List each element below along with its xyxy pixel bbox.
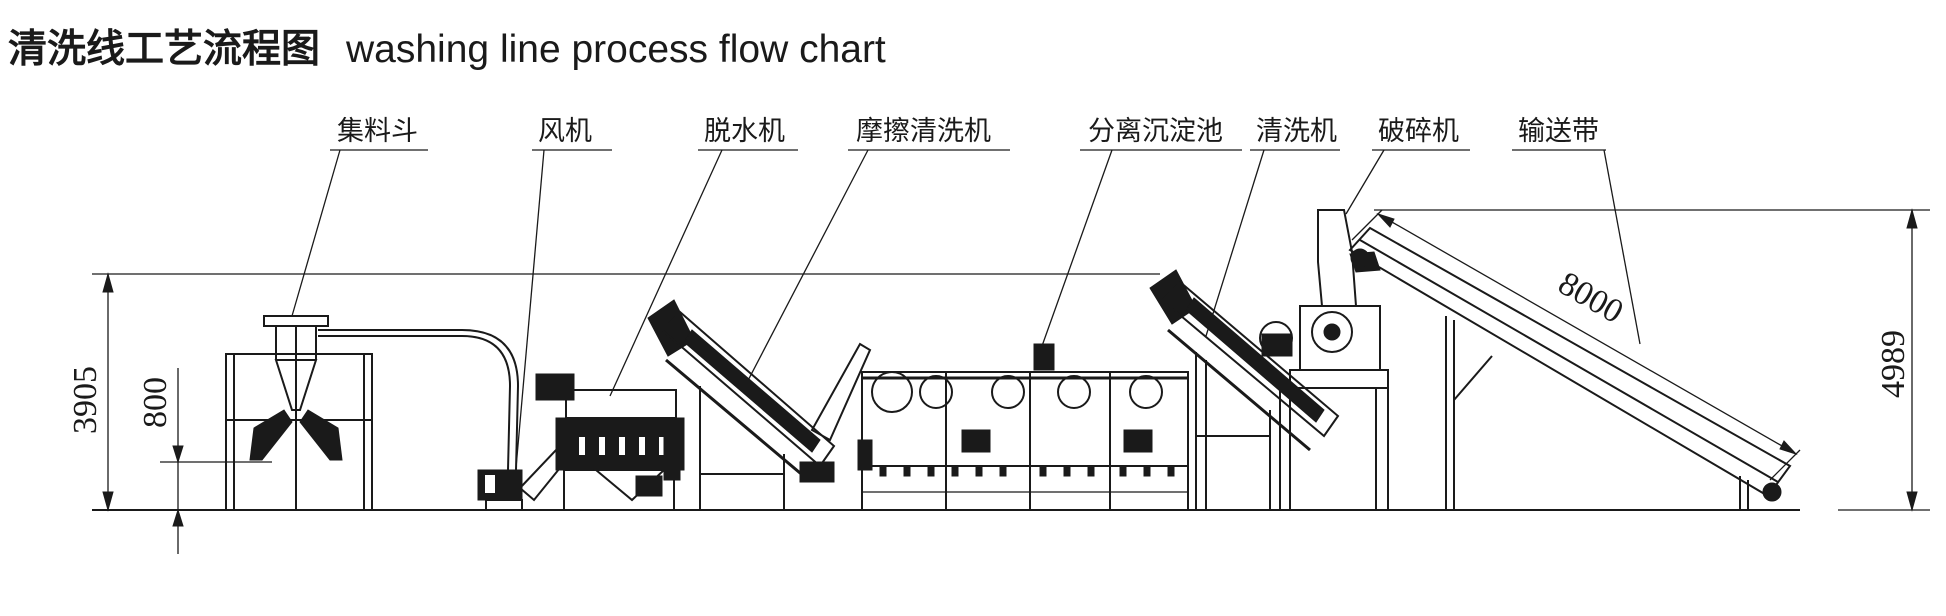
air-duct [318,329,520,471]
dimension-inner-height: 800 [137,368,184,554]
label-crusher: 破碎机 [1378,116,1459,147]
hopper [225,315,373,511]
leader-lines [291,149,1641,469]
belt-conveyor [1348,226,1792,510]
dimension-800: 800 [137,377,174,428]
label-dewatering: 脱水机 [704,116,785,147]
label-friction-washer: 摩擦清洗机 [856,116,991,147]
dimension-left-height: 3905 [67,272,114,512]
dimension-3905: 3905 [67,366,104,434]
friction-washer [647,299,872,510]
title-english: washing line process flow chart [346,28,886,71]
label-hopper: 集料斗 [337,116,418,147]
fan [477,448,570,511]
dewatering-machine [535,373,685,511]
label-fan: 风机 [538,116,592,147]
crusher [1259,209,1389,511]
label-sink-float-tank: 分离沉淀池 [1088,116,1223,147]
label-conveyor: 输送带 [1518,116,1599,147]
sink-float-tank [857,343,1189,511]
equipment-labels: 集料斗 风机 脱水机 摩擦清洗机 分离沉淀池 清洗机 破碎机 输送带 [337,116,1599,147]
label-washer: 清洗机 [1256,116,1337,147]
diagram-title: 清洗线工艺流程图 washing line process flow chart [8,18,886,74]
dimension-4989: 4989 [1875,330,1912,398]
dimension-right-height: 4989 [1875,208,1918,512]
title-chinese: 清洗线工艺流程图 [8,27,321,72]
